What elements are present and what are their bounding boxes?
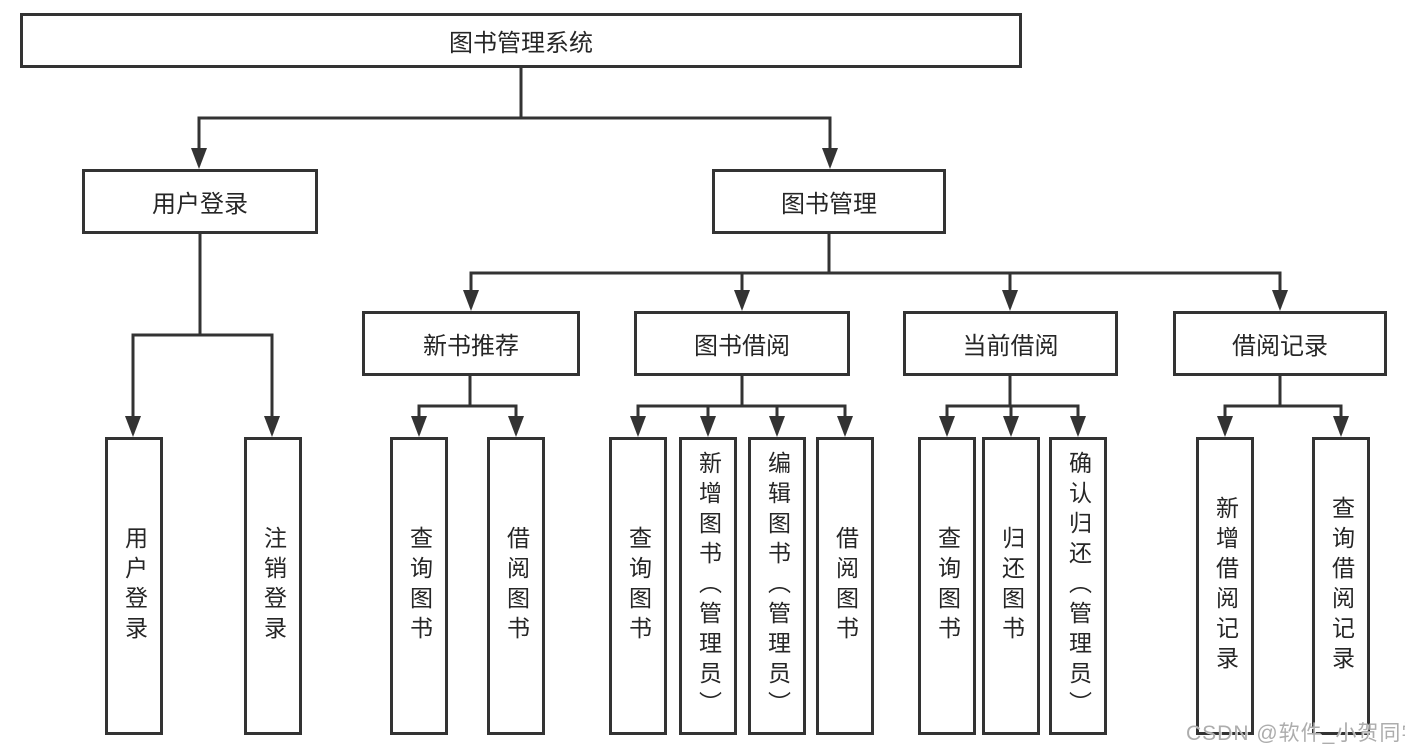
leaf-label: 编辑图书（管理员） — [764, 451, 791, 721]
leaf-add-books-admin: 新增图书（管理员） — [679, 437, 737, 735]
leaf-edit-books-admin: 编辑图书（管理员） — [748, 437, 806, 735]
leaf-query-books-1: 查询图书 — [390, 437, 448, 735]
node-root-library-system: 图书管理系统 — [20, 13, 1022, 68]
node-new-book-recommend: 新书推荐 — [362, 311, 580, 376]
node-user-login: 用户登录 — [82, 169, 318, 234]
node-book-management: 图书管理 — [712, 169, 946, 234]
watermark-text: CSDN @软件_小贺同学 — [1186, 722, 1405, 745]
node-label: 用户登录 — [152, 191, 248, 218]
leaf-label: 查询图书 — [406, 526, 433, 646]
node-borrow-records: 借阅记录 — [1173, 311, 1387, 376]
node-current-borrow: 当前借阅 — [903, 311, 1118, 376]
leaf-label: 借阅图书 — [503, 526, 530, 646]
node-label: 图书管理 — [781, 191, 877, 218]
leaf-return-books: 归还图书 — [982, 437, 1040, 735]
node-label: 图书借阅 — [694, 333, 790, 360]
leaf-logout: 注销登录 — [244, 437, 302, 735]
node-label: 当前借阅 — [962, 333, 1059, 360]
leaf-label: 注销登录 — [260, 526, 287, 646]
leaf-label: 查询借阅记录 — [1328, 496, 1355, 676]
leaf-query-borrow-record: 查询借阅记录 — [1312, 437, 1370, 735]
leaf-user-login: 用户登录 — [105, 437, 163, 735]
leaf-label: 确认归还（管理员） — [1065, 451, 1092, 721]
leaf-borrow-books-1: 借阅图书 — [487, 437, 545, 735]
leaf-confirm-return-admin: 确认归还（管理员） — [1049, 437, 1107, 735]
leaf-query-books-3: 查询图书 — [918, 437, 976, 735]
node-label: 图书管理系统 — [449, 30, 593, 57]
leaf-add-borrow-record: 新增借阅记录 — [1196, 437, 1254, 735]
leaf-label: 借阅图书 — [832, 526, 859, 646]
leaf-label: 归还图书 — [998, 526, 1025, 646]
leaf-query-books-2: 查询图书 — [609, 437, 667, 735]
arrowhead-icons — [125, 148, 1349, 437]
node-label: 借阅记录 — [1232, 333, 1328, 360]
leaf-label: 查询图书 — [934, 526, 961, 646]
leaf-label: 新增图书（管理员） — [695, 451, 722, 721]
leaf-borrow-books-2: 借阅图书 — [816, 437, 874, 735]
leaf-label: 新增借阅记录 — [1212, 496, 1239, 676]
leaf-label: 查询图书 — [625, 526, 652, 646]
node-book-borrow: 图书借阅 — [634, 311, 850, 376]
node-label: 新书推荐 — [423, 333, 519, 360]
leaf-label: 用户登录 — [121, 526, 148, 646]
